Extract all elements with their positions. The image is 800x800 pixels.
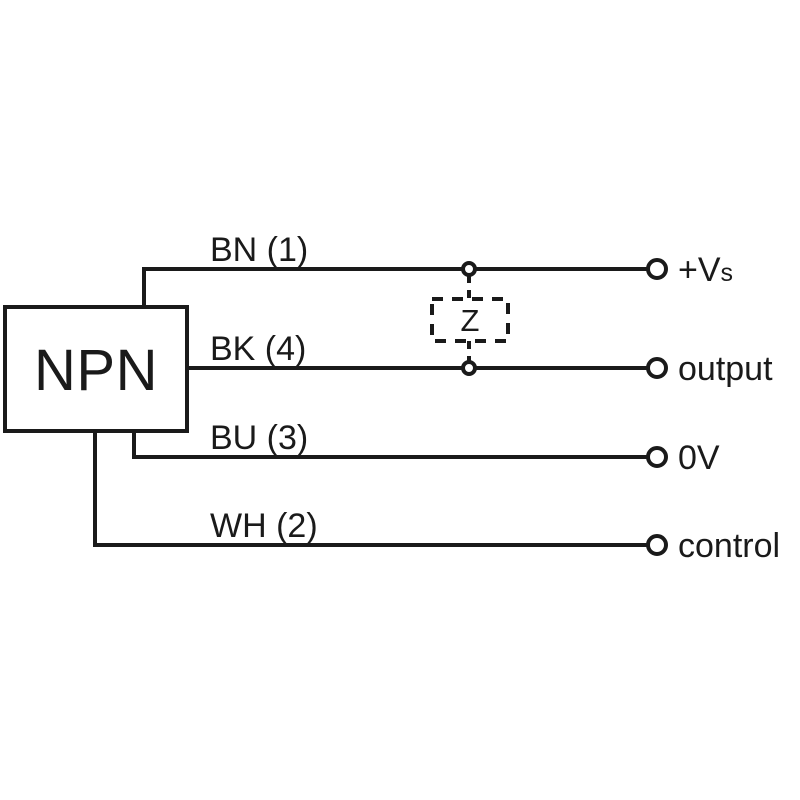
terminal-circle-control[interactable] bbox=[646, 534, 668, 556]
npn-device-label: NPN bbox=[34, 338, 158, 403]
junction-dot-bk bbox=[461, 360, 477, 376]
terminal-label-vs-main: +V bbox=[678, 251, 721, 289]
terminal-label-vs-subscript: s bbox=[721, 259, 734, 287]
terminal-circle-output[interactable] bbox=[646, 357, 668, 379]
z-element-label: Z bbox=[461, 303, 480, 338]
npn-device-box bbox=[3, 305, 189, 433]
terminal-circle-vs[interactable] bbox=[646, 258, 668, 280]
wire-label-wh: WH (2) bbox=[210, 507, 318, 545]
terminal-circle-0v[interactable] bbox=[646, 446, 668, 468]
wire-label-bk: BK (4) bbox=[210, 330, 306, 368]
wire-path-bu bbox=[132, 432, 648, 459]
wire-label-bn: BN (1) bbox=[210, 231, 308, 269]
wire-label-bu: BU (3) bbox=[210, 419, 308, 457]
wire-path-bn bbox=[142, 267, 648, 307]
terminal-label-control: control bbox=[678, 527, 780, 565]
terminal-label-0v: 0V bbox=[678, 439, 720, 477]
terminal-label-vs: +Vs bbox=[678, 251, 733, 289]
wire-path-wh bbox=[93, 432, 648, 547]
terminal-label-output: output bbox=[678, 350, 773, 388]
junction-dot-bn bbox=[461, 261, 477, 277]
